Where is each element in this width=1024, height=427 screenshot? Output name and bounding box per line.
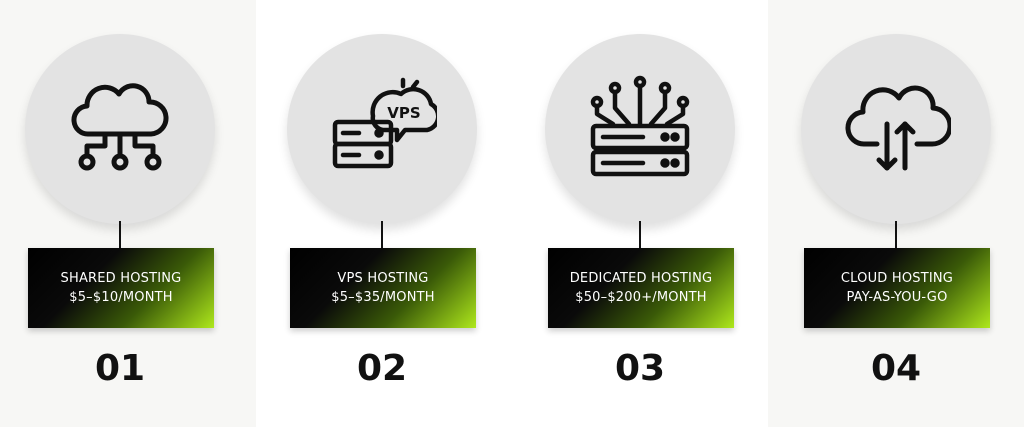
vps-badge-text: VPS <box>387 104 420 122</box>
connector-line <box>639 221 641 249</box>
plan-price: $5–$35/MONTH <box>331 290 435 305</box>
connector-line <box>119 221 121 249</box>
plan-vps: VPS VPS HOSTING $5–$35/MONTH 02 <box>256 0 512 427</box>
plan-name: SHARED HOSTING <box>60 271 182 286</box>
plan-cloud: CLOUD HOSTING PAY-AS-YOU-GO 04 <box>768 0 1024 427</box>
connector-line <box>381 221 383 249</box>
plan-price: PAY-AS-YOU-GO <box>846 290 948 305</box>
plan-icon-circle <box>801 34 991 224</box>
plan-number: 01 <box>94 348 146 389</box>
dedicated-server-icon <box>590 75 690 177</box>
plan-icon-circle <box>545 34 735 224</box>
plan-name: CLOUD HOSTING <box>840 271 954 286</box>
vps-server-icon: VPS <box>332 77 437 169</box>
plan-label: CLOUD HOSTING PAY-AS-YOU-GO <box>804 248 990 328</box>
plan-number: 02 <box>356 348 408 389</box>
connector-line <box>895 221 897 249</box>
cloud-transfer-icon <box>845 85 951 171</box>
plan-icon-circle: VPS <box>287 34 477 224</box>
plan-icon-circle <box>25 34 215 224</box>
cloud-network-icon <box>71 83 169 171</box>
plan-name: VPS HOSTING <box>337 271 429 286</box>
plan-name: DEDICATED HOSTING <box>569 271 713 286</box>
plan-label: SHARED HOSTING $5–$10/MONTH <box>28 248 214 328</box>
plan-label: DEDICATED HOSTING $50–$200+/MONTH <box>548 248 734 328</box>
plan-shared: SHARED HOSTING $5–$10/MONTH 01 <box>0 0 256 427</box>
plan-price: $5–$10/MONTH <box>69 290 173 305</box>
plan-dedicated: DEDICATED HOSTING $50–$200+/MONTH 03 <box>512 0 768 427</box>
plan-price: $50–$200+/MONTH <box>575 290 707 305</box>
plan-number: 03 <box>614 348 666 389</box>
plan-label: VPS HOSTING $5–$35/MONTH <box>290 248 476 328</box>
plan-number: 04 <box>870 348 922 389</box>
